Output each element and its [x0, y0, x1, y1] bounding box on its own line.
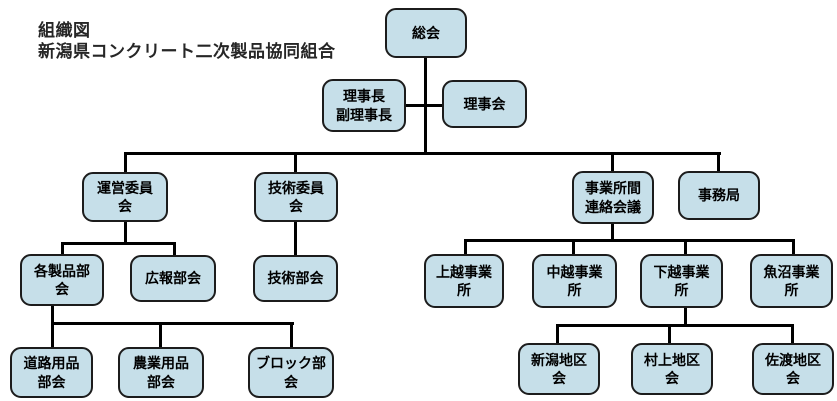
org-node-technical-subcommittee: 技術部会 [253, 255, 338, 302]
org-node-board-of-directors: 理事会 [442, 80, 527, 128]
org-node-sado-district: 佐渡地区 会 [752, 343, 834, 395]
connector-line [124, 152, 721, 155]
chart-title: 組織図 新潟県コンクリート二次製品協同組合 [38, 20, 336, 63]
org-node-chairman-vice-chairman: 理事長 副理事長 [322, 79, 406, 132]
org-node-kaetsu-office: 下越事業 所 [640, 254, 723, 308]
connector-line [51, 322, 54, 349]
org-node-secretariat: 事務局 [678, 171, 760, 220]
org-node-agricultural-products-subcommittee: 農業用品 部会 [118, 347, 204, 398]
org-node-office-liaison-conference: 事業所間 連絡会議 [572, 171, 654, 224]
connector-line [404, 104, 444, 107]
connector-line [51, 322, 294, 325]
chart-title-line2: 新潟県コンクリート二次製品協同組合 [38, 42, 336, 62]
connector-line [611, 222, 614, 241]
connector-line [294, 152, 297, 174]
connector-line [173, 242, 176, 257]
connector-line [464, 239, 467, 256]
connector-line [572, 239, 575, 256]
connector-line [61, 242, 64, 256]
connector-line [124, 220, 127, 244]
org-node-technical-committee: 技術委員 会 [254, 172, 338, 222]
connector-line [791, 324, 794, 345]
connector-line [124, 152, 127, 174]
connector-line [464, 239, 795, 242]
org-node-road-products-subcommittee: 道路用品 部会 [10, 347, 93, 398]
org-node-general-meeting: 総会 [385, 8, 467, 58]
org-node-uonuma-office: 魚沼事業 所 [750, 254, 833, 308]
connector-line [792, 239, 795, 256]
connector-line [611, 152, 614, 173]
connector-line [556, 324, 794, 327]
org-node-joetsu-office: 上越事業 所 [424, 254, 504, 308]
org-node-product-subcommittee: 各製品部 会 [20, 254, 104, 306]
connector-line [668, 324, 671, 345]
connector-line [290, 322, 293, 349]
org-node-operating-committee: 運営委員 会 [82, 172, 168, 222]
connector-line [717, 152, 720, 173]
org-node-murakami-district: 村上地区 会 [631, 343, 713, 395]
chart-title-line1: 組織図 [38, 21, 91, 40]
connector-line [294, 220, 297, 257]
connector-line [684, 239, 687, 256]
org-node-block-subcommittee: ブロック部 会 [248, 347, 334, 398]
org-node-chuetsu-office: 中越事業 所 [532, 254, 617, 308]
connector-line [159, 322, 162, 349]
connector-line [684, 306, 687, 326]
connector-line [61, 242, 176, 245]
org-node-niigata-district: 新潟地区 会 [518, 343, 600, 395]
connector-line [51, 304, 54, 325]
org-node-pr-subcommittee: 広報部会 [130, 255, 216, 302]
connector-line [556, 324, 559, 345]
